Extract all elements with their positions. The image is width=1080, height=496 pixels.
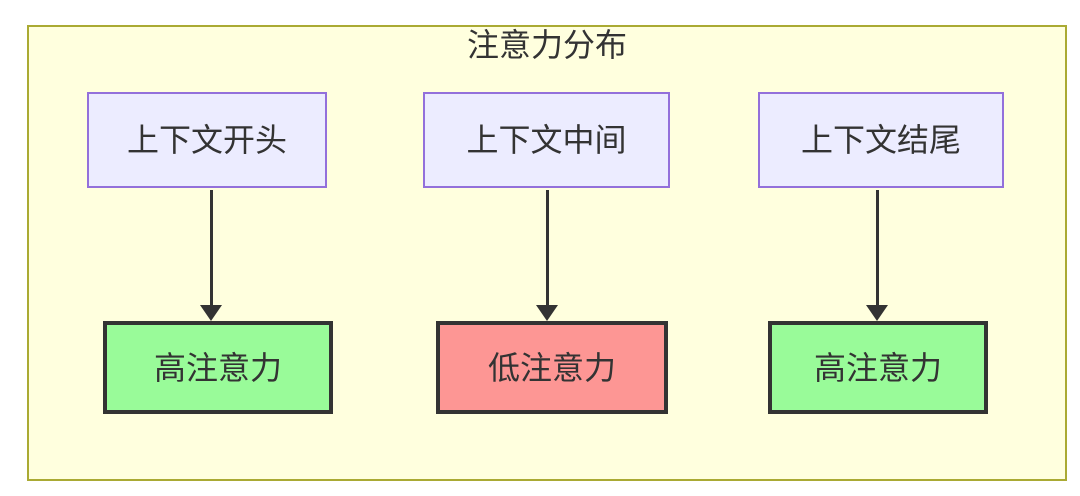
diagram-title: 注意力分布	[466, 27, 627, 63]
result-node-high-attention-left: 高注意力	[103, 321, 333, 414]
node-context-middle: 上下文中间	[423, 92, 670, 188]
result-node-low-attention-middle: 低注意力	[436, 321, 668, 414]
arrow-head-icon	[200, 305, 222, 321]
arrow-line-right	[876, 190, 879, 306]
arrow-line-left	[210, 190, 213, 306]
arrow-head-icon	[866, 305, 888, 321]
node-context-beginning: 上下文开头	[87, 92, 327, 188]
node-context-end: 上下文结尾	[758, 92, 1004, 188]
result-node-high-attention-right: 高注意力	[768, 321, 988, 414]
arrow-line-middle	[546, 190, 549, 306]
arrow-head-icon	[536, 305, 558, 321]
